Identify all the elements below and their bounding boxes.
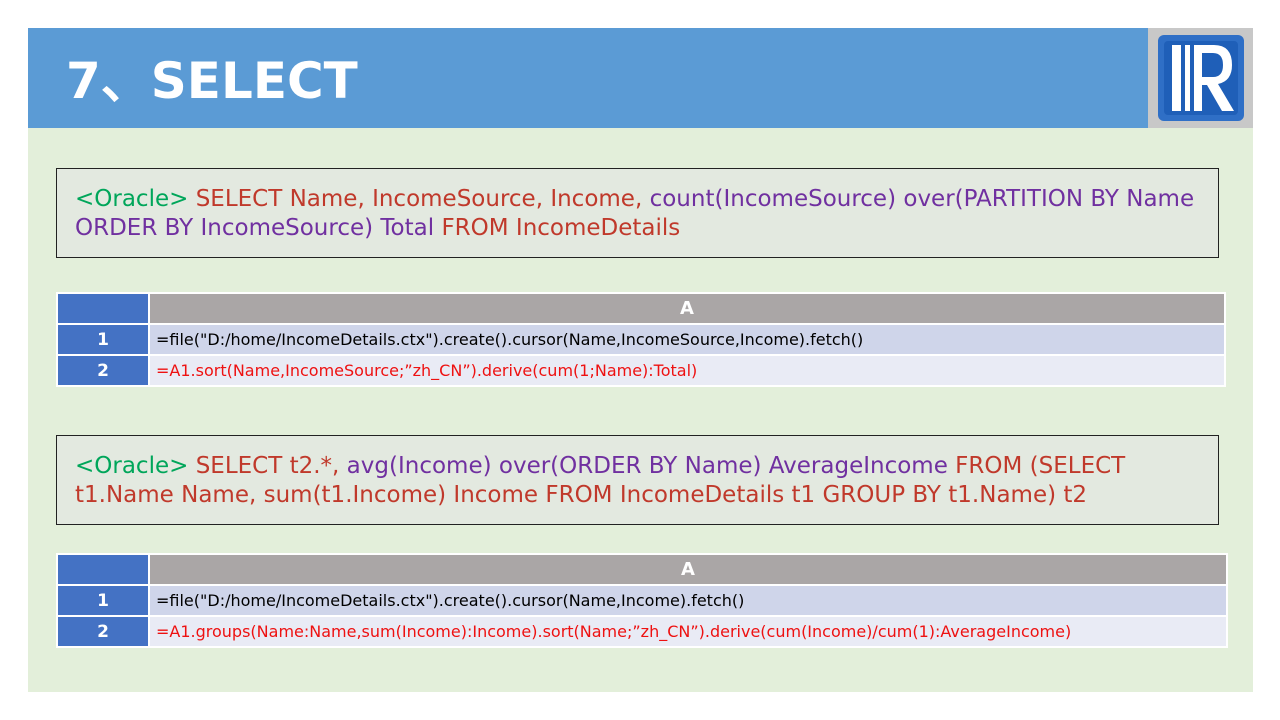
page-title: 7、SELECT: [66, 52, 358, 110]
row-number[interactable]: 1: [58, 586, 148, 615]
grid-corner: [58, 555, 148, 584]
cell-a1[interactable]: =file("D:/home/IncomeDetails.ctx").creat…: [150, 586, 1226, 615]
slide: 7、SELECT <Oracle> SELECT Name, IncomeSou…: [28, 28, 1253, 692]
spl-grid-1: A 1 =file("D:/home/IncomeDetails.ctx").c…: [56, 292, 1226, 387]
cell-a2[interactable]: =A1.groups(Name:Name,sum(Income):Income)…: [150, 617, 1226, 646]
grid-corner: [58, 294, 148, 323]
spl-grid-2: A 1 =file("D:/home/IncomeDetails.ctx").c…: [56, 553, 1228, 648]
sql-select-clause: SELECT t2.*,: [188, 453, 340, 479]
logo: [1148, 28, 1253, 128]
cell-a1[interactable]: =file("D:/home/IncomeDetails.ctx").creat…: [150, 325, 1224, 354]
cell-a2[interactable]: =A1.sort(Name,IncomeSource;”zh_CN”).deri…: [150, 356, 1224, 385]
sql-from-clause: FROM (SELECT t1.Name Name, sum(t1.Income…: [75, 453, 1126, 508]
raqsoft-r-logo-icon: [1158, 35, 1244, 121]
sql-window-clause: avg(Income) over(ORDER BY Name) AverageI…: [339, 453, 948, 479]
row-number[interactable]: 2: [58, 617, 148, 646]
column-header-a[interactable]: A: [150, 294, 1224, 323]
title-bar: 7、SELECT: [28, 28, 1148, 128]
row-number[interactable]: 1: [58, 325, 148, 354]
sql-box-2: <Oracle> SELECT t2.*, avg(Income) over(O…: [56, 435, 1219, 525]
sql-box-1: <Oracle> SELECT Name, IncomeSource, Inco…: [56, 168, 1219, 258]
oracle-tag: <Oracle>: [75, 186, 189, 212]
column-header-a[interactable]: A: [150, 555, 1226, 584]
row-number[interactable]: 2: [58, 356, 148, 385]
oracle-tag: <Oracle>: [75, 453, 189, 479]
sql-window-clause: count(IncomeSource) over(PARTITION BY Na…: [75, 186, 1195, 241]
sql-select-clause: SELECT Name, IncomeSource, Income,: [188, 186, 643, 212]
sql-from-clause: FROM IncomeDetails: [434, 215, 681, 241]
